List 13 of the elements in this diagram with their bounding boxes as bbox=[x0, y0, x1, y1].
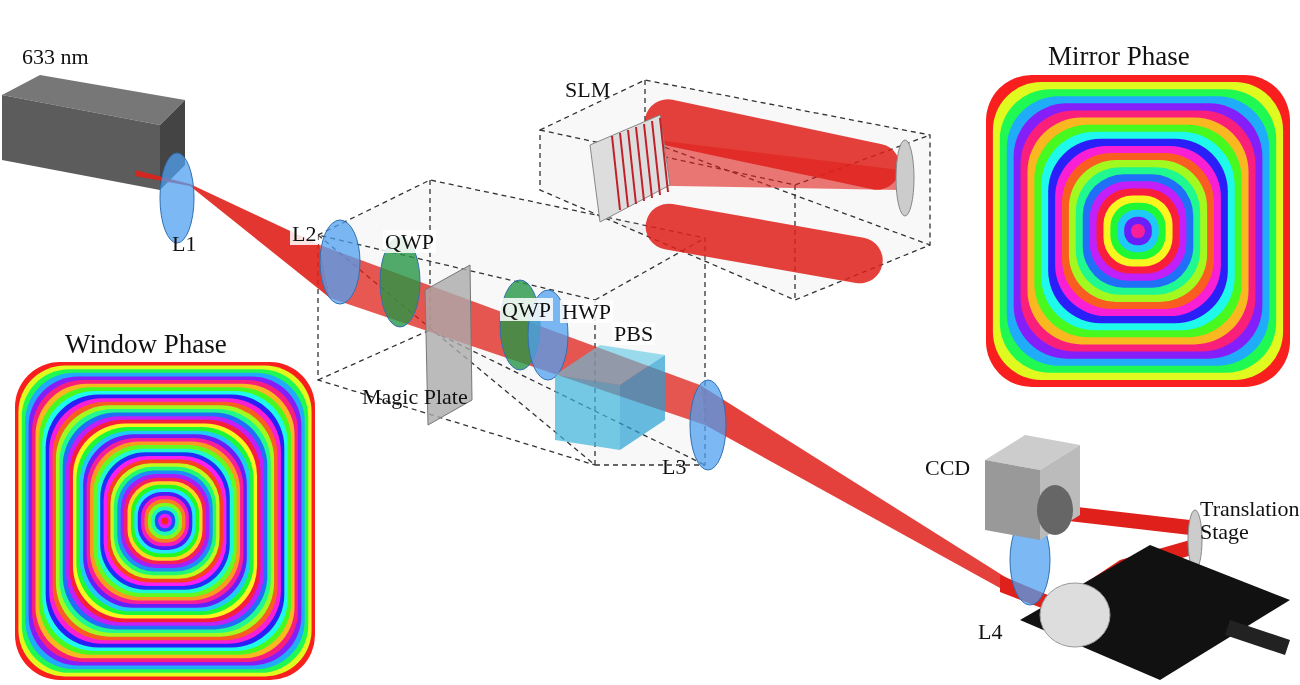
component-label: 633 nm bbox=[22, 45, 89, 69]
component-label: L4 bbox=[978, 620, 1003, 644]
component-label: L3 bbox=[662, 455, 687, 479]
component-label: PBS bbox=[612, 322, 656, 346]
panel-title: Mirror Phase bbox=[1048, 42, 1190, 71]
panel-title: Window Phase bbox=[65, 330, 227, 359]
component-label: L1 bbox=[172, 232, 197, 256]
component-label: Magic Plate bbox=[362, 385, 468, 409]
component-label: SLM bbox=[565, 78, 611, 102]
component-label: QWP bbox=[383, 230, 436, 254]
component-label: HWP bbox=[560, 300, 613, 324]
component-label: CCD bbox=[925, 456, 971, 480]
component-label: QWP bbox=[500, 298, 553, 322]
